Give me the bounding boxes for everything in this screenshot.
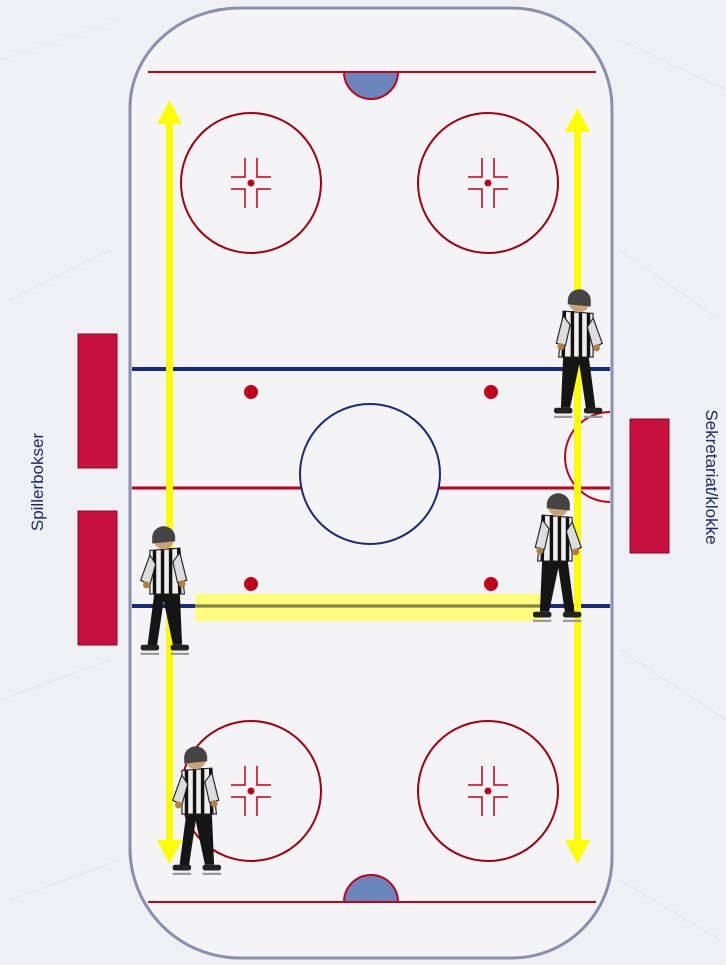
- player-bench-top: [78, 334, 117, 468]
- player-boxes-label: Spillerbokser: [28, 432, 48, 532]
- center-circle: [300, 404, 440, 544]
- scorekeeper-label: Sekretariat/klokke: [701, 402, 721, 552]
- player-bench-bottom: [78, 511, 117, 645]
- scorekeeper-box: [630, 419, 669, 553]
